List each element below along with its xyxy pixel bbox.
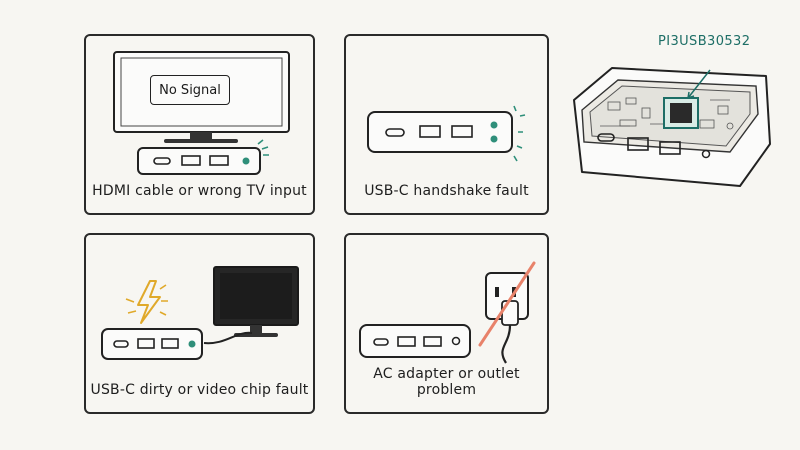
hub-internal-view (560, 50, 790, 200)
hub-body (138, 148, 260, 174)
panel-usbc-handshake: USB-C handshake fault (344, 34, 549, 215)
outlet-slot (495, 287, 499, 297)
panel-usbc-dirty: USB-C dirty or video chip fault (84, 233, 315, 414)
hub-body (102, 329, 202, 359)
status-led-icon (189, 341, 196, 348)
caption-usbc-handshake: USB-C handshake fault (346, 183, 547, 199)
status-led-icon (491, 122, 498, 129)
status-led-icon (243, 158, 250, 165)
chip-icon (670, 103, 692, 123)
caption-ac-adapter: AC adapter or outlet problem (346, 366, 547, 398)
tv-stand (164, 139, 238, 143)
panel-hdmi: No Signal HDMI cable or wrong TV input (84, 34, 315, 215)
tv-neck (190, 132, 212, 139)
status-led-icon (491, 136, 498, 143)
caption-usbc-dirty: USB-C dirty or video chip fault (86, 382, 313, 398)
no-signal-message: No Signal (150, 75, 230, 105)
caption-hdmi: HDMI cable or wrong TV input (86, 183, 313, 199)
blinking-led-icon (514, 106, 525, 161)
chip-label: PI3USB30532 (658, 34, 750, 49)
power-cord (502, 325, 510, 363)
static-screen (220, 273, 292, 319)
monitor-neck (250, 325, 262, 333)
power-plug-icon (502, 301, 518, 325)
lightning-icon (138, 281, 160, 323)
spark-icon (126, 285, 168, 315)
panel-ac-adapter: AC adapter or outlet problem (344, 233, 549, 414)
